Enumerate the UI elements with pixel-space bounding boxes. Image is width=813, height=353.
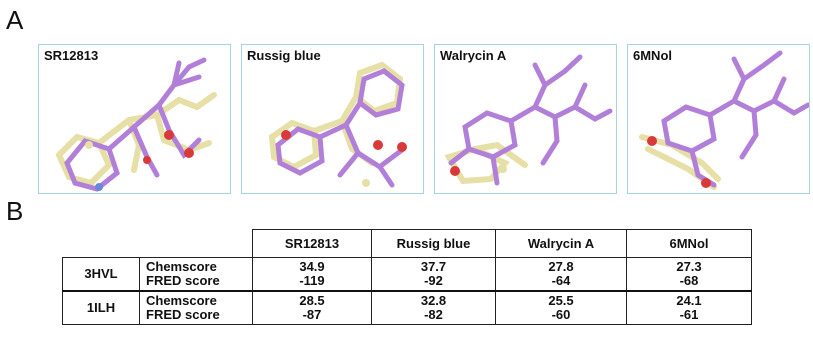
cell-value: 27.8 — [548, 259, 574, 274]
molecule-render-walrycin-a — [444, 54, 613, 186]
panel-letter-b: B — [6, 196, 24, 226]
table-cell: 24.1 -61 — [626, 290, 752, 325]
table-cell: 37.7 -92 — [371, 257, 496, 292]
structure-label: 6MNol — [633, 48, 672, 63]
cell-value: 34.9 — [299, 259, 325, 274]
cell-value: 24.1 — [676, 293, 702, 308]
structure-panel-6mnol: 6MNol — [627, 44, 810, 194]
structure-label: Walrycin A — [440, 48, 507, 63]
table-cell: 27.3 -68 — [626, 257, 752, 292]
table-header-row: SR12813 Russig blue Walrycin A 6MNol — [63, 229, 752, 258]
table-row: 1ILH Chemscore FRED score 28.5 -87 32.8 … — [62, 290, 752, 325]
row-header-3hvl: 3HVL — [62, 257, 140, 292]
metric-label: FRED score — [146, 307, 220, 322]
cell-value: -87 — [302, 307, 322, 322]
cell-value: 27.3 — [676, 259, 702, 274]
column-header: Russig blue — [371, 229, 496, 258]
metric-labels: Chemscore FRED score — [139, 257, 253, 292]
structure-panel-walrycin-a: Walrycin A — [434, 44, 617, 194]
cell-value: -60 — [551, 307, 571, 322]
table-corner — [63, 230, 253, 258]
cell-value: -82 — [424, 307, 443, 322]
table-cell: 25.5 -60 — [495, 290, 627, 325]
structure-panel-sr12813: SR12813 — [38, 44, 231, 194]
panel-letter-a: A — [6, 5, 24, 35]
column-header: Walrycin A — [495, 229, 627, 258]
row-header-1ilh: 1ILH — [62, 290, 140, 325]
docking-score-table: SR12813 Russig blue Walrycin A 6MNol 3HV… — [62, 229, 752, 325]
table-row: 3HVL Chemscore FRED score 34.9 -119 37.7… — [62, 257, 752, 292]
cell-value: 32.8 — [420, 293, 447, 308]
cell-value: -119 — [299, 273, 325, 288]
structure-label: Russig blue — [247, 48, 321, 63]
column-header: SR12813 — [252, 229, 372, 258]
metric-label: Chemscore — [146, 259, 217, 274]
structure-label: SR12813 — [44, 48, 99, 63]
cell-value: 37.7 — [420, 259, 447, 274]
molecule-render-sr12813 — [55, 57, 217, 192]
table-cell: 28.5 -87 — [252, 290, 372, 325]
table-cell: 34.9 -119 — [252, 257, 372, 292]
table-cell: 27.8 -64 — [495, 257, 627, 292]
cell-value: -68 — [679, 273, 699, 288]
cell-value: 25.5 — [548, 293, 574, 308]
molecule-render-6mnol — [639, 50, 809, 190]
cell-value: 28.5 — [299, 293, 325, 308]
structure-panel-russig-blue: Russig blue — [241, 44, 424, 194]
cell-value: -64 — [551, 273, 571, 288]
column-header: 6MNol — [626, 229, 752, 258]
metric-label: Chemscore — [146, 293, 217, 308]
table-cell: 32.8 -82 — [371, 290, 496, 325]
molecule-render-russig-blue — [268, 61, 407, 188]
metric-label: FRED score — [146, 273, 220, 288]
metric-labels: Chemscore FRED score — [139, 290, 253, 325]
cell-value: -61 — [679, 307, 699, 322]
cell-value: -92 — [424, 273, 443, 288]
